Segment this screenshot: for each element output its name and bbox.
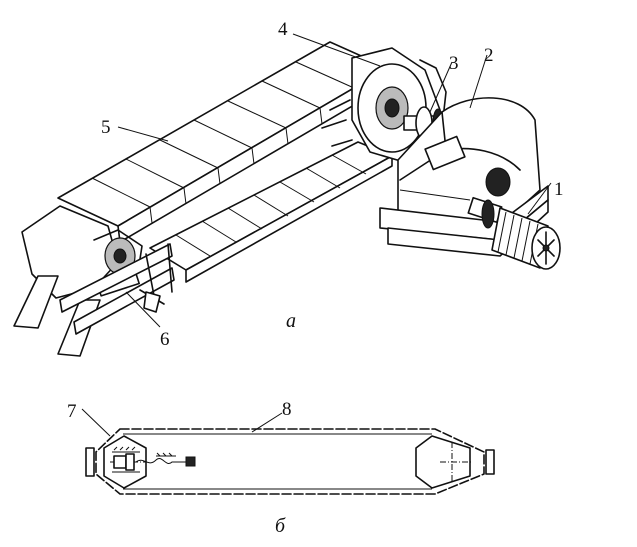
- label-5: 5: [101, 117, 111, 138]
- lower-plate-run: [149, 141, 393, 283]
- label-8: 8: [282, 399, 292, 420]
- label-7: 7: [67, 401, 77, 422]
- label-3: 3: [449, 53, 459, 74]
- label-6: 6: [160, 329, 170, 350]
- label-4: 4: [278, 19, 288, 40]
- tensioner: [112, 446, 196, 473]
- caption-b: б: [275, 515, 286, 537]
- chain-outline: [95, 428, 485, 495]
- callout-lines-a: [117, 33, 552, 328]
- caption-a: а: [286, 310, 296, 332]
- plan-view: [81, 408, 495, 495]
- label-2: 2: [484, 45, 494, 66]
- callout-lines-b: [81, 408, 283, 437]
- perspective-view: [13, 33, 561, 357]
- electric-motor: [467, 196, 561, 270]
- part-labels: 1 2 3 4 5 6 7 8 а б: [67, 19, 564, 537]
- label-1: 1: [554, 179, 564, 200]
- support-frame: [13, 243, 175, 357]
